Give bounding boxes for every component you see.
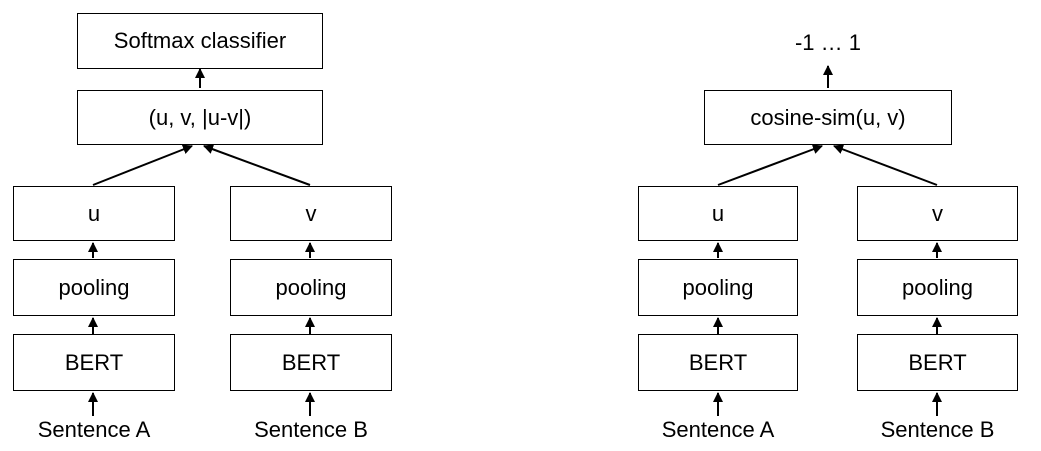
right-u-box: u [638, 186, 798, 241]
right-bert-b-label: BERT [908, 349, 967, 375]
arrow-right-v-to-cosine [833, 144, 938, 186]
right-pooling-b-box: pooling [857, 259, 1018, 316]
left-sentence-a-label: Sentence A [37, 417, 151, 442]
left-bert-b-label: BERT [281, 349, 341, 375]
left-bert-b-box: BERT [230, 334, 392, 391]
left-bert-a-box: BERT [13, 334, 175, 391]
left-v-label: v [305, 200, 317, 226]
arrow-left-v-to-concat [203, 144, 311, 186]
left-u-label: u [87, 200, 101, 226]
left-pooling-b-label: pooling [275, 274, 347, 300]
left-bert-a-label: BERT [64, 349, 124, 375]
arrow-left-u-to-concat [92, 144, 193, 186]
left-v-box: v [230, 186, 392, 241]
right-bert-a-box: BERT [638, 334, 798, 391]
left-u-box: u [13, 186, 175, 241]
right-pooling-a-box: pooling [638, 259, 798, 316]
softmax-classifier-box: Softmax classifier [77, 13, 323, 69]
left-pooling-a-box: pooling [13, 259, 175, 316]
arrow-right-u-to-cosine [717, 144, 823, 186]
right-bert-b-box: BERT [857, 334, 1018, 391]
concat-uv-label: (u, v, |u-v|) [148, 104, 252, 130]
cosine-sim-box: cosine-sim(u, v) [704, 90, 952, 145]
right-sentence-b-label: Sentence B [880, 417, 995, 442]
right-v-label: v [932, 200, 943, 226]
right-pooling-a-label: pooling [682, 274, 754, 300]
left-sentence-b-label: Sentence B [254, 417, 368, 442]
right-pooling-b-label: pooling [902, 274, 973, 300]
concat-uv-box: (u, v, |u-v|) [77, 90, 323, 145]
cosine-sim-label: cosine-sim(u, v) [750, 104, 906, 130]
output-range-label: -1 … 1 [794, 30, 862, 55]
left-pooling-b-box: pooling [230, 259, 392, 316]
right-sentence-a-label: Sentence A [661, 417, 775, 442]
right-v-box: v [857, 186, 1018, 241]
right-u-label: u [711, 200, 725, 226]
right-bert-a-label: BERT [688, 349, 748, 375]
softmax-classifier-label: Softmax classifier [113, 28, 287, 53]
left-pooling-a-label: pooling [58, 274, 130, 300]
